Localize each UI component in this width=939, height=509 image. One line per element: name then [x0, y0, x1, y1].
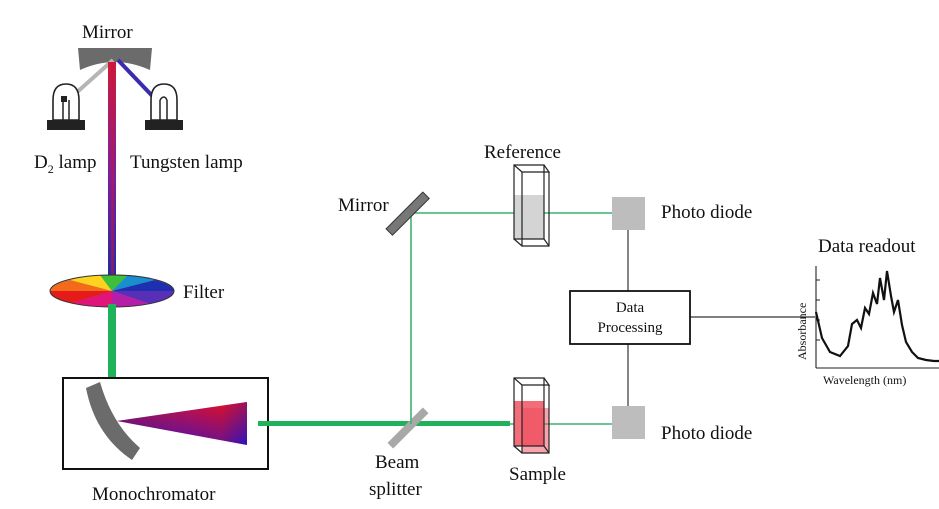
mirror-2 [385, 191, 430, 236]
filter-label: Filter [183, 282, 225, 303]
beam-splitter [387, 407, 429, 449]
tungsten-lamp-label: Tungsten lamp [130, 152, 243, 173]
beam-splitter-label-line2: splitter [369, 479, 422, 500]
green-beam-horizontal [258, 421, 510, 426]
data-processing-line2: Processing [598, 320, 663, 336]
data-processing-line1: Data [616, 300, 645, 316]
photo-diode-bottom-label: Photo diode [661, 423, 752, 444]
top-mirror-label: Mirror [82, 22, 133, 43]
sample-label: Sample [509, 464, 566, 485]
photo-diode-bottom [612, 406, 645, 439]
readout-plot [814, 266, 939, 369]
sample-cuvette [513, 377, 551, 454]
d2-lamp [47, 83, 85, 130]
monochromator-grating [86, 382, 140, 460]
readout-ylabel: Absorbance [795, 303, 809, 360]
photo-diode-top-label: Photo diode [661, 202, 752, 223]
green-beam-vertical [108, 304, 116, 422]
beam-splitter-label-line1: Beam [375, 452, 420, 473]
photo-diode-top [612, 197, 645, 230]
top-mirror [78, 48, 152, 70]
reference-label: Reference [484, 142, 561, 163]
monochromator-label: Monochromator [92, 484, 216, 504]
absorbance-curve [814, 270, 939, 363]
readout-xlabel: Wavelength (nm) [823, 373, 906, 387]
data-readout-title: Data readout [818, 236, 916, 257]
filter-wheel [49, 274, 175, 308]
tungsten-lamp [145, 83, 183, 130]
d2-lamp-label: D2 lamp [34, 152, 96, 176]
mirror-2-label: Mirror [338, 195, 389, 216]
data-processing-box [569, 290, 691, 345]
reference-cuvette [513, 164, 551, 247]
